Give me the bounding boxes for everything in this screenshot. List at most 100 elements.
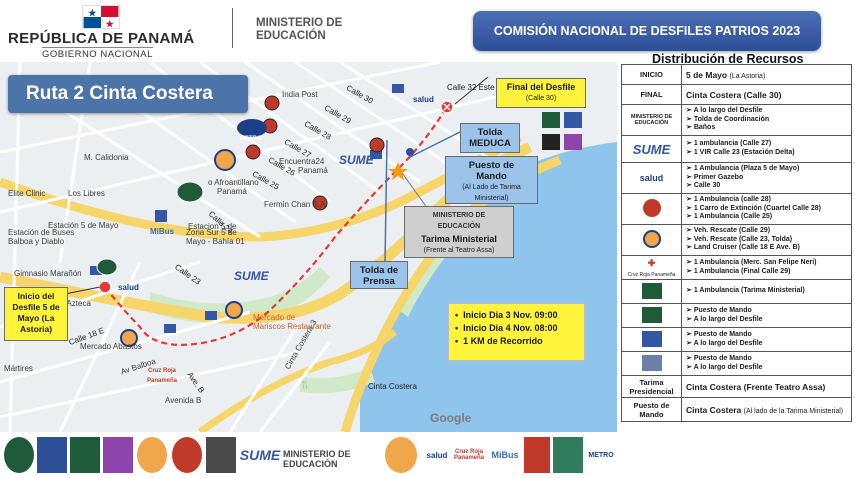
salud-icon: salud <box>413 95 434 104</box>
place-azteca: cion Azteca <box>50 299 91 308</box>
tarima-sub: (Frente al Teatro Assa) <box>423 247 495 254</box>
row-value: Veh. Rescate (Calle 29) Veh. Rescate (Ca… <box>681 224 852 256</box>
sume-logo: SUME <box>239 447 281 463</box>
distribution-title: Distribución de Recursos <box>652 52 804 66</box>
row-key: INICIO <box>621 64 682 85</box>
place-loslibres: Los Libres <box>68 189 105 198</box>
place-fermin: Fermin Chan S.A. <box>264 200 328 209</box>
inicio-callout: Inicio del Desfile 5 de Mayo (La Astoria… <box>4 287 68 341</box>
command-post-marker <box>388 162 408 180</box>
place-buses: Estación de Buses <box>8 228 75 237</box>
table-row: Veh. Rescate (Calle 29) Veh. Rescate (Ca… <box>621 224 852 256</box>
puesto-sub: (Al Lado de Tarima Ministerial) <box>462 184 521 202</box>
ministry-line1: MINISTERIO DE <box>256 17 343 29</box>
row-value: 5 de Mayo (La Astoria) <box>681 64 852 85</box>
map-canvas: 🍴 <box>0 62 617 432</box>
place-calidonia: M. Calidonia <box>84 153 129 162</box>
sinaproc-logo-icon-2 <box>385 437 417 473</box>
tarima-org1: MINISTERIO DE <box>432 212 486 219</box>
place-encuentra: Encuentra24 <box>279 157 325 166</box>
country-name: REPÚBLICA DE PANAMÁ <box>8 30 195 47</box>
cruzroja-logo: ✚Cruz Roja Panameña <box>621 255 682 280</box>
svg-text:🍴: 🍴 <box>300 379 310 389</box>
salud-logo: salud <box>426 450 448 460</box>
commission-banner: COMISIÓN NACIONAL DE DESFILES PATRIOS 20… <box>473 11 821 51</box>
municipio-logo-icon <box>524 437 550 473</box>
sinaproc-logo-icon <box>137 437 167 473</box>
schedule-box: Inicio Dia 3 Nov. 09:00 Inicio Dia 4 Nov… <box>448 303 585 361</box>
street-avenidab: Avenida B <box>165 396 202 405</box>
escudo-logo-icon <box>621 327 682 352</box>
table-row: 1 Ambulancia (Tarima Ministerial) <box>621 279 852 304</box>
route-map[interactable]: 🍴 Ruta 2 Cinta Costera Calle 30 Calle 29… <box>0 62 617 432</box>
footer-logos: SUME MINISTERIO DE EDUCACIÓN salud Cruz … <box>0 433 621 478</box>
meduca-logo: MINISTERIO DE EDUCACIÓN <box>621 104 682 136</box>
street-calle32: Calle 32 Este <box>447 83 495 92</box>
sinaproc-logo-icon <box>621 224 682 256</box>
ministry-line2: EDUCACIÓN <box>256 30 326 42</box>
row-value: Cinta Costera (Al lado de la Tarima Mini… <box>681 397 852 422</box>
table-row: Puesto de Mando A lo largo del Desfile <box>621 351 852 376</box>
final-callout: Final del Desfile (Calle 30) <box>496 78 586 108</box>
sume-logo: SUME <box>621 135 682 163</box>
row-value: Puesto de Mando A lo largo del Desfile <box>681 327 852 352</box>
cruzroja-logo: Cruz Roja Panameña <box>453 449 484 461</box>
table-row: Puesto de Mando Cinta Costera (Al lado d… <box>621 397 852 422</box>
row-value: Cinta Costera (Frente Teatro Assa) <box>681 375 852 398</box>
puesto-mando-callout: Puesto de Mando (Al Lado de Tarima Minis… <box>445 156 538 204</box>
sume-icon-2: SUME <box>234 269 269 283</box>
tolda-prensa-line2: Prensa <box>363 276 395 287</box>
row-key: Puesto de Mando <box>621 397 682 422</box>
inicio-line3: Mayo (La <box>17 313 55 323</box>
place-panama: Panamá <box>217 187 247 196</box>
table-row: INICIO 5 de Mayo (La Astoria) <box>621 64 852 85</box>
tarima-callout: MINISTERIO DE EDUCACIÓN Tarima Ministeri… <box>404 206 514 258</box>
row-value: A lo largo del Desfile Tolda de Coordina… <box>681 104 852 136</box>
row-value: Cinta Costera (Calle 30) <box>681 84 852 105</box>
puesto-line1: Puesto de <box>468 160 515 171</box>
header-divider <box>232 8 233 48</box>
table-row: ✚Cruz Roja Panameña 1 Ambulancia (Merc. … <box>621 255 852 280</box>
tolda-meduca-callout: Tolda MEDUCA <box>460 123 520 153</box>
tarima-org2: EDUCACIÓN <box>437 223 481 230</box>
table-row: Tarima Presidencial Cinta Costera (Frent… <box>621 375 852 398</box>
start-marker <box>98 280 112 294</box>
schedule-item: Inicio Dia 4 Nov. 08:00 <box>455 323 578 333</box>
metro-logo: METRO <box>588 451 614 459</box>
row-value: 1 Ambulancia (Tarima Ministerial) <box>681 279 852 304</box>
place-gimnasio: Gimnasio Marañón <box>14 269 82 278</box>
inicio-line4: Astoria) <box>19 324 53 334</box>
cruzroja-icon: Cruz Roja Panameña <box>147 368 178 384</box>
table-row: 1 Ambulancia (calle 28) 1 Carro de Extin… <box>621 193 852 225</box>
row-value: 1 ambulancia (Calle 27) 1 VIR Calle 23 (… <box>681 135 852 163</box>
tarima-title: Tarima Ministerial <box>421 234 497 244</box>
table-row: salud 1 Ambulancia (Plaza 5 de Mayo) Pri… <box>621 162 852 194</box>
spi-logo-icon <box>103 437 133 473</box>
table-row: FINAL Cinta Costera (Calle 30) <box>621 84 852 105</box>
salud-icon-2: salud <box>118 283 139 292</box>
senafront-logo-icon <box>4 437 34 473</box>
row-value: Puesto de Mando A lo largo del Desfile <box>681 351 852 376</box>
place-balboa: Balboa y Diablo <box>8 237 65 246</box>
tolda-meduca-line1: Tolda <box>477 127 503 138</box>
place-estacion5b: Estacion 5 de <box>188 222 237 231</box>
place-estacion5: Estación 5 de Mayo <box>48 221 119 230</box>
place-mercado: Mercado de <box>253 313 296 322</box>
final-sub: (Calle 30) <box>525 95 557 102</box>
google-logo: Google <box>430 411 472 425</box>
street-cintacostera: Cinta Costera <box>368 382 417 391</box>
government-label: GOBIERNO NACIONAL <box>42 47 153 60</box>
place-eliteclinic: Elite Clinic <box>8 189 46 198</box>
table-row: Puesto de Mando A lo largo del Desfile <box>621 327 852 352</box>
salud-logo: salud <box>621 162 682 194</box>
escudo-logo-icon <box>621 303 682 328</box>
row-key: Tarima Presidencial <box>621 375 682 398</box>
crisis-logo-icon <box>206 437 236 473</box>
sume-icon: SUME <box>339 153 374 167</box>
place-martires: Mártires <box>4 364 33 373</box>
inicio-line1: Inicio del <box>17 291 55 301</box>
aeronaval-logo-icon <box>37 437 67 473</box>
inicio-line2: Desfile 5 de <box>12 302 60 312</box>
mibus-logo: MiBus <box>491 450 519 460</box>
table-row: SUME 1 ambulancia (Calle 27) 1 VIR Calle… <box>621 135 852 163</box>
